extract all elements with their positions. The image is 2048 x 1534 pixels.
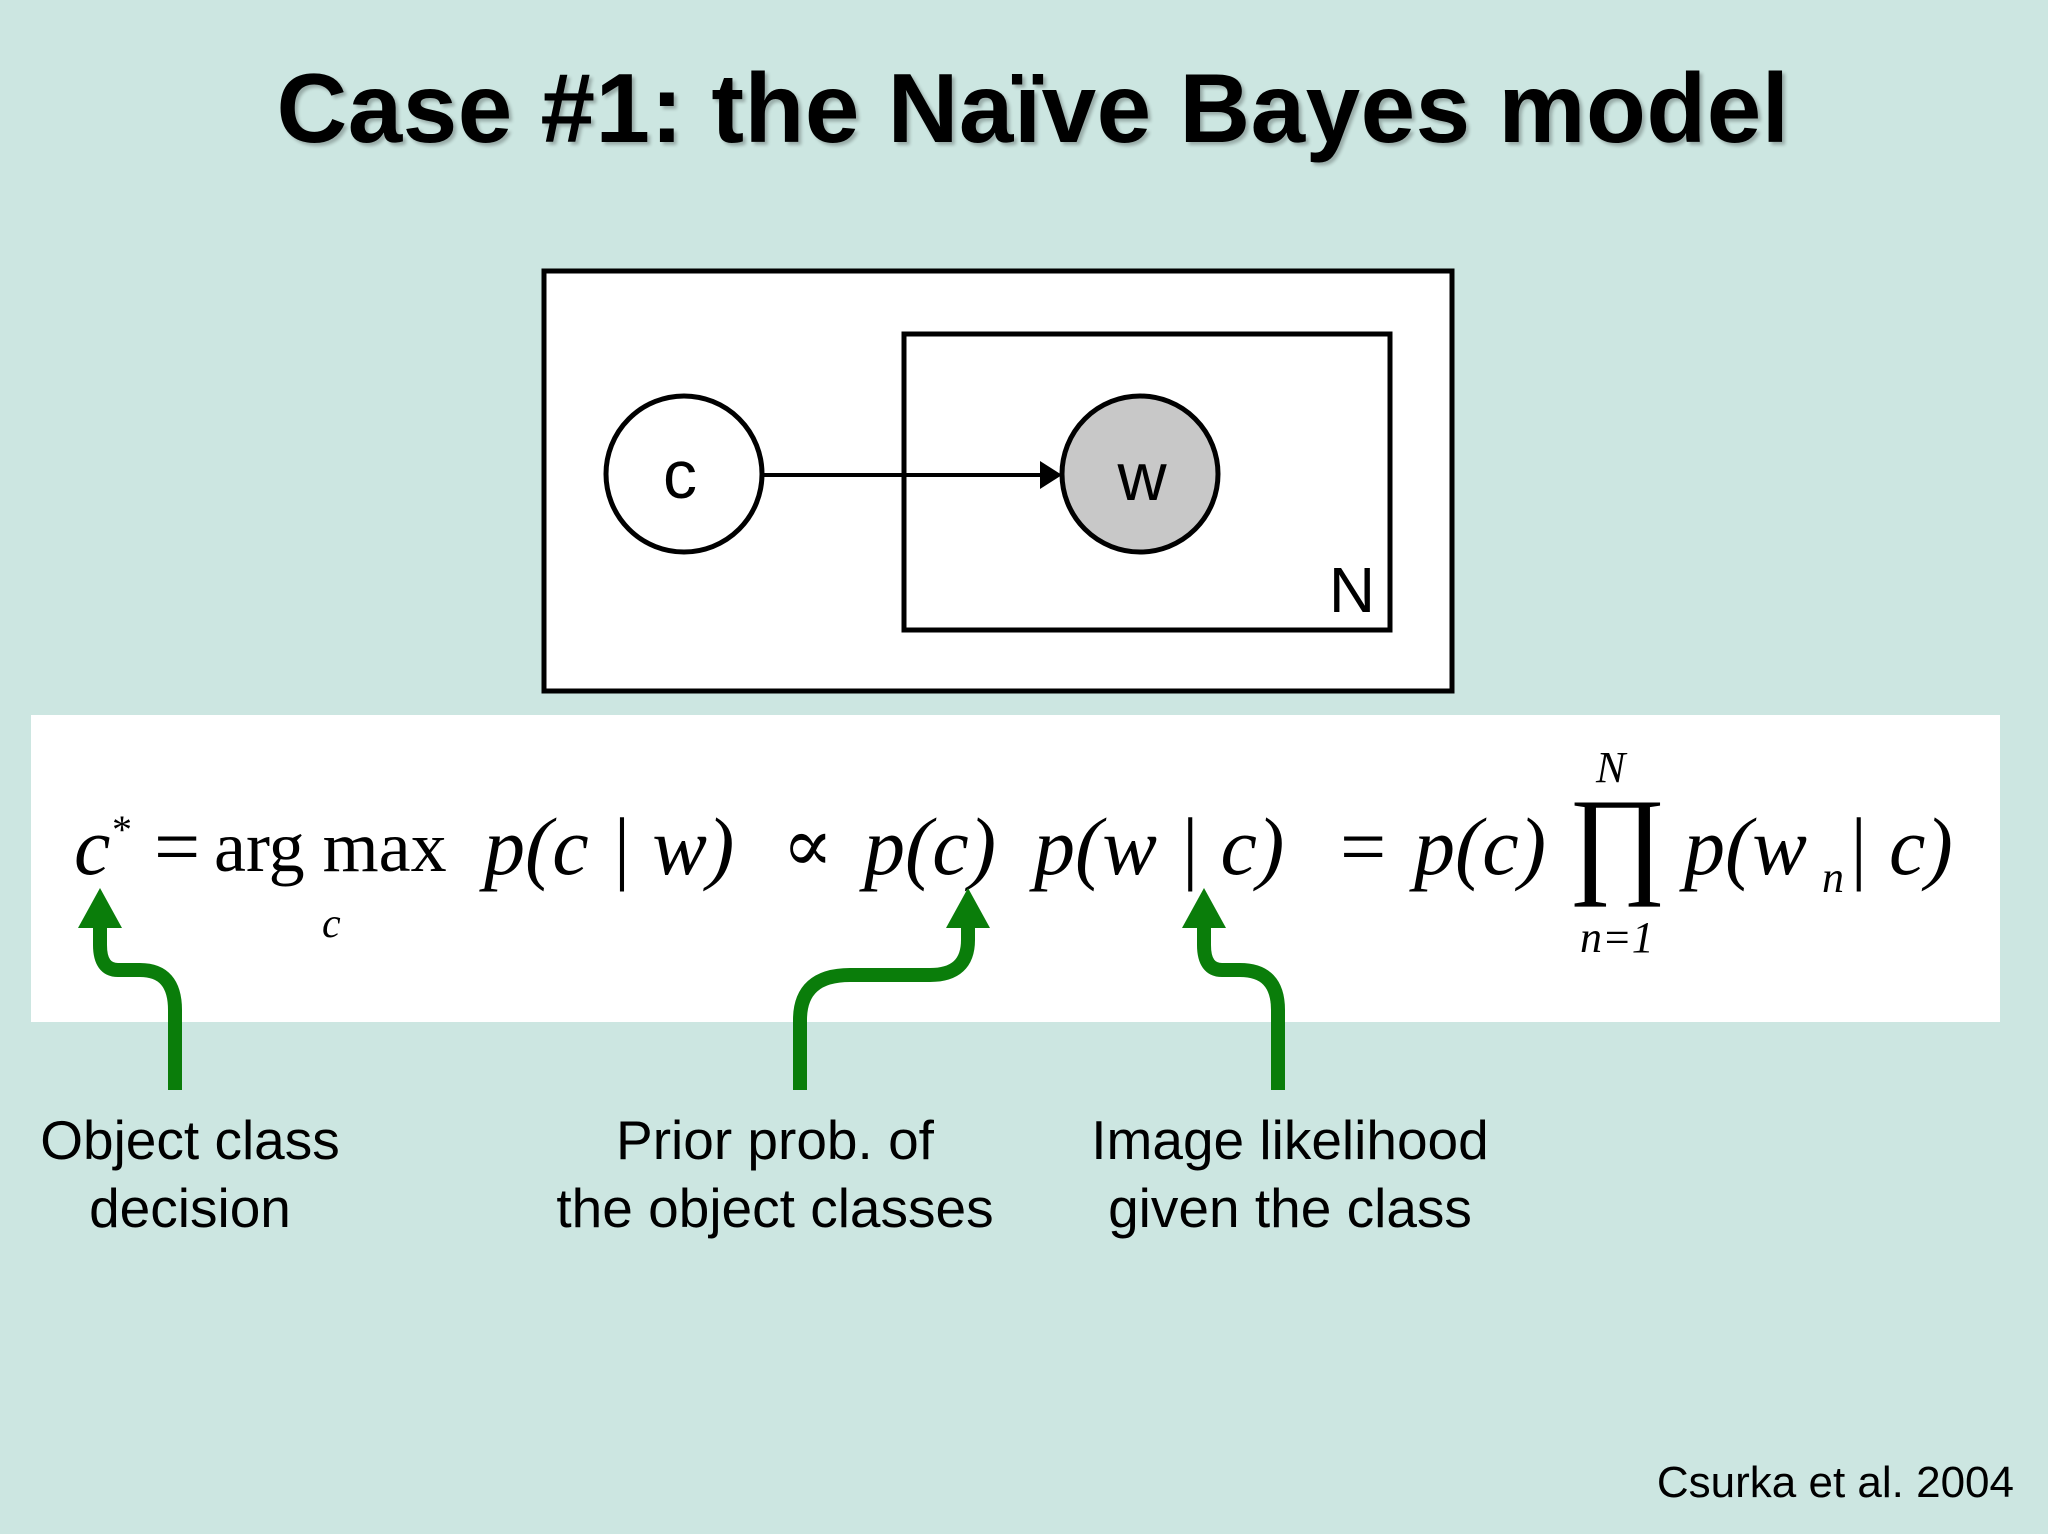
annotation-class-decision: Object class decision — [24, 1106, 356, 1242]
eq-equals-2: = — [1340, 801, 1387, 892]
annotation-prior: Prior prob. of the object classes — [540, 1106, 1010, 1242]
eq-prior: p(c) — [864, 801, 997, 892]
annotation-likelihood-line2: given the class — [1108, 1177, 1472, 1239]
eq-argmax: arg max — [214, 807, 447, 887]
eq-star: * — [112, 807, 132, 852]
arrowhead-prior — [946, 888, 990, 928]
arrow-class-decision — [93, 918, 182, 1090]
equation-panel — [31, 715, 2000, 1022]
eq-prior-2: p(c) — [1414, 801, 1547, 892]
eq-posterior: p(c | w) — [484, 801, 735, 892]
citation: Csurka et al. 2004 — [1656, 1458, 2014, 1507]
slide-title: Case #1: the Naïve Bayes model — [276, 53, 1790, 163]
eq-equals: = — [154, 801, 201, 892]
node-c-label: c — [663, 437, 697, 513]
node-w-label: w — [1116, 439, 1167, 515]
arrow-likelihood — [1197, 918, 1285, 1090]
plate-label: N — [1329, 554, 1375, 626]
eq-product-symbol: ∏ — [1568, 774, 1667, 907]
eq-product-lower: n=1 — [1580, 913, 1654, 962]
eq-word-likelihood-close: | c) — [1846, 801, 1953, 892]
annotation-prior-line1: Prior prob. of — [616, 1109, 934, 1171]
node-c — [603, 393, 765, 555]
annotation-likelihood-line1: Image likelihood — [1091, 1109, 1489, 1171]
arrowhead-class-decision — [78, 888, 122, 928]
annotation-class-decision-line2: decision — [89, 1177, 291, 1239]
annotation-prior-line2: the object classes — [556, 1177, 994, 1239]
eq-word-likelihood: p(w — [1684, 801, 1807, 892]
eq-product-upper: N — [1596, 743, 1626, 792]
eq-proportional: ∝ — [782, 804, 834, 888]
eq-word-subscript: n — [1822, 853, 1844, 902]
annotation-class-decision-line1: Object class — [40, 1109, 340, 1171]
arrowhead-likelihood — [1182, 888, 1226, 928]
annotation-likelihood: Image likelihood given the class — [1064, 1106, 1516, 1242]
eq-likelihood: p(w | c) — [1034, 801, 1285, 892]
inner-plate-n — [901, 331, 1393, 633]
eq-lhs-c: c — [74, 801, 111, 892]
arrow-prior — [793, 918, 975, 1090]
node-w — [1059, 393, 1221, 555]
eq-argmax-subscript: c — [322, 901, 341, 947]
edge-arrowhead — [1040, 461, 1062, 489]
